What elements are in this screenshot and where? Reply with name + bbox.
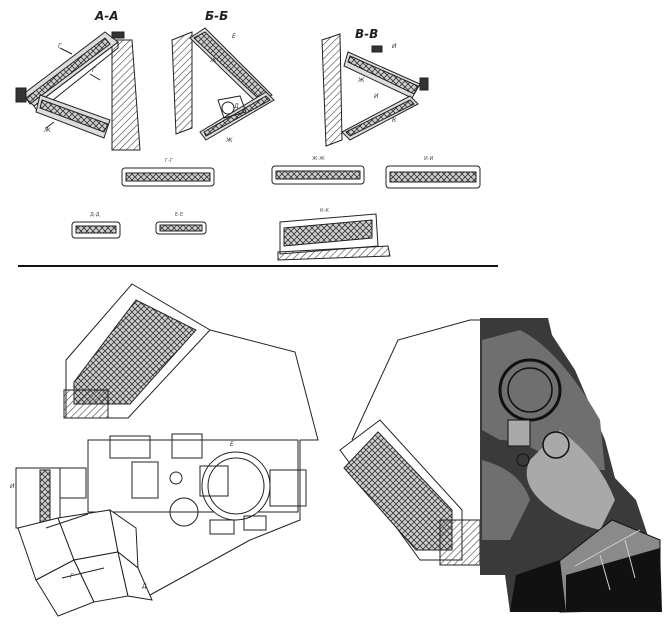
detail-views: [71, 165, 481, 261]
arrow-label-i: И: [392, 43, 397, 50]
arrow-label-zh-v: Ж: [357, 77, 365, 84]
section-vv-title: В-В: [355, 27, 378, 41]
arrow-label-k: К: [392, 117, 397, 124]
arrow-label-g: Г: [58, 43, 62, 50]
arrow-label-d: Д: [233, 103, 239, 110]
arrow-label-g2: Г: [92, 67, 96, 74]
arrow-label-b-left: И: [10, 483, 15, 490]
detail-labels: Г-Г Ж-Ж И-И Д-Д Е-Е К-К: [90, 156, 434, 218]
turret-plan-line-drawing: [15, 283, 319, 617]
section-aa-marks: Г Г Ж: [43, 43, 96, 134]
arrow-label-d-plan: Д: [141, 583, 147, 590]
turret-plan-marks: И Е Г Д: [10, 441, 234, 590]
detail-ee-label: Е-Е: [175, 212, 183, 218]
section-bb-title: Б-Б: [205, 9, 228, 23]
detail-dd-label: Д-Д: [90, 212, 100, 218]
arrow-label-zh: Ж: [43, 127, 51, 134]
arrow-label-e-plan: Е: [230, 441, 234, 448]
detail-ii-label: И-И: [424, 156, 434, 162]
arrow-label-zh-b: Ж: [209, 57, 217, 64]
turret-half-line: [339, 319, 481, 566]
section-aa-title: А-А: [94, 9, 119, 23]
arrow-label-e: Е: [232, 33, 236, 40]
detail-kk-label: К-К: [320, 208, 329, 214]
detail-zhzh-label: Ж-Ж: [312, 156, 325, 162]
section-vv-drawing: [321, 33, 429, 147]
arrow-label-i2: И: [374, 93, 379, 100]
arrow-label-zh-b2: Ж: [225, 137, 233, 144]
section-aa-drawing: [15, 31, 141, 151]
section-vv-marks: И Ж И К: [357, 43, 397, 124]
section-bb-drawing: [171, 27, 275, 141]
section-bb-marks: Е Ж Д Ж: [209, 33, 239, 144]
arrow-label-a-plan: Г: [70, 573, 74, 580]
detail-gg-label: Г-Г: [165, 158, 173, 164]
turret-half-camo: [480, 318, 662, 613]
section-titles: А-А Б-Б В-В: [94, 9, 378, 41]
